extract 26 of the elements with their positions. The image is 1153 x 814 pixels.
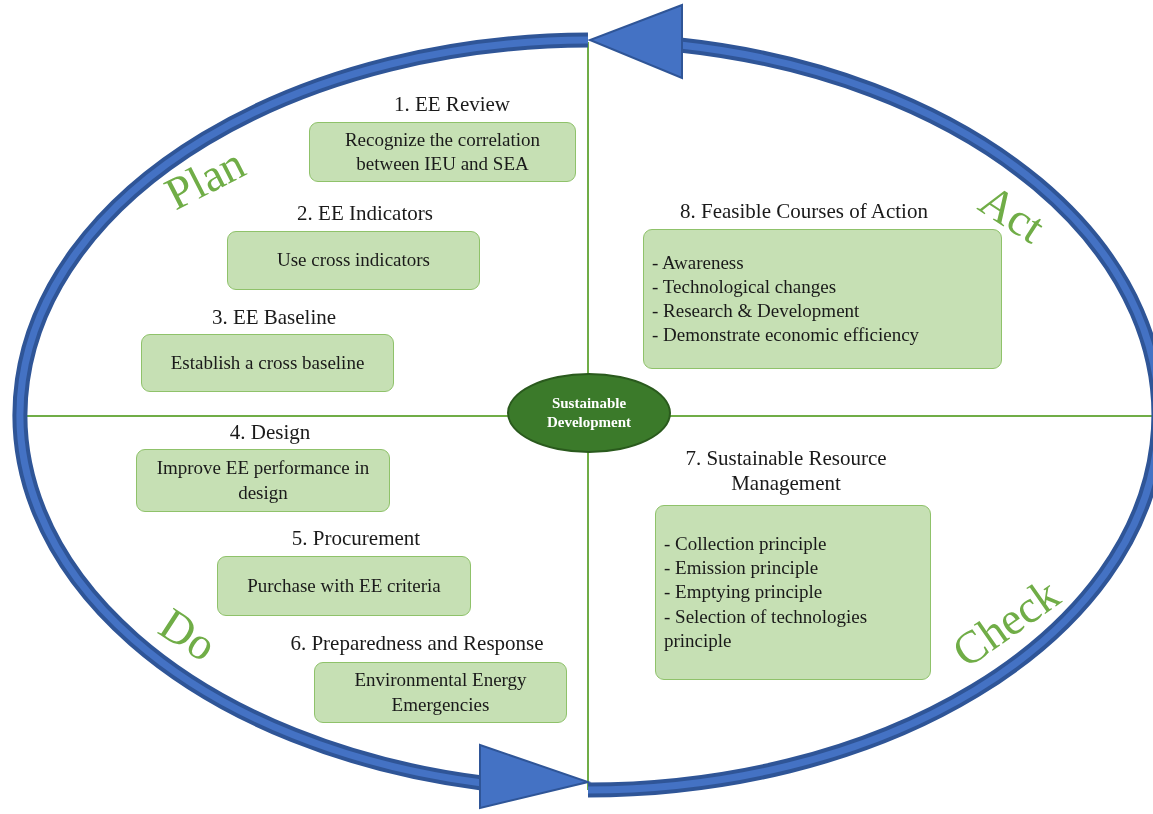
step-description: Improve EE performance in design (155, 456, 371, 505)
bullet-item: - Awareness (652, 250, 745, 275)
step-heading: 2. EE Indicators (296, 201, 434, 227)
phase-label: Act (969, 172, 1055, 254)
bullet-item: - Selection of technologies principle (664, 604, 869, 653)
step-description: Establish a cross baseline (169, 350, 366, 375)
step-heading: 4. Design (228, 420, 312, 446)
step-heading: 3. EE Baseline (210, 305, 338, 331)
bullet-item: - Technological changes (652, 274, 838, 299)
step-description: Environmental Energy Emergencies (353, 668, 528, 717)
step-description: Use cross indicators (276, 248, 431, 273)
step-heading: 5. Procurement (290, 526, 422, 552)
step-heading: 1. EE Review (392, 92, 512, 118)
step-description: Recognize the correlation between IEU and SEA (343, 127, 542, 176)
bullet-item: - Demonstrate economic efficiency (652, 323, 921, 348)
center-label: Sustainable Development (545, 393, 633, 432)
step-heading: 8. Feasible Courses of Action (679, 199, 929, 225)
phase-label: Plan (156, 135, 254, 221)
step-heading: 7. Sustainable Resource Management (684, 446, 888, 497)
bullet-item: - Collection principle (664, 532, 828, 557)
phase-label: Do (150, 596, 226, 672)
bullet-item: - Emptying principle (664, 580, 824, 605)
step-description: Purchase with EE criteria (246, 573, 442, 598)
bullet-item: - Emission principle (664, 556, 820, 581)
step-heading: 6. Preparedness and Response (289, 631, 545, 657)
bullet-item: - Research & Development (652, 299, 861, 323)
